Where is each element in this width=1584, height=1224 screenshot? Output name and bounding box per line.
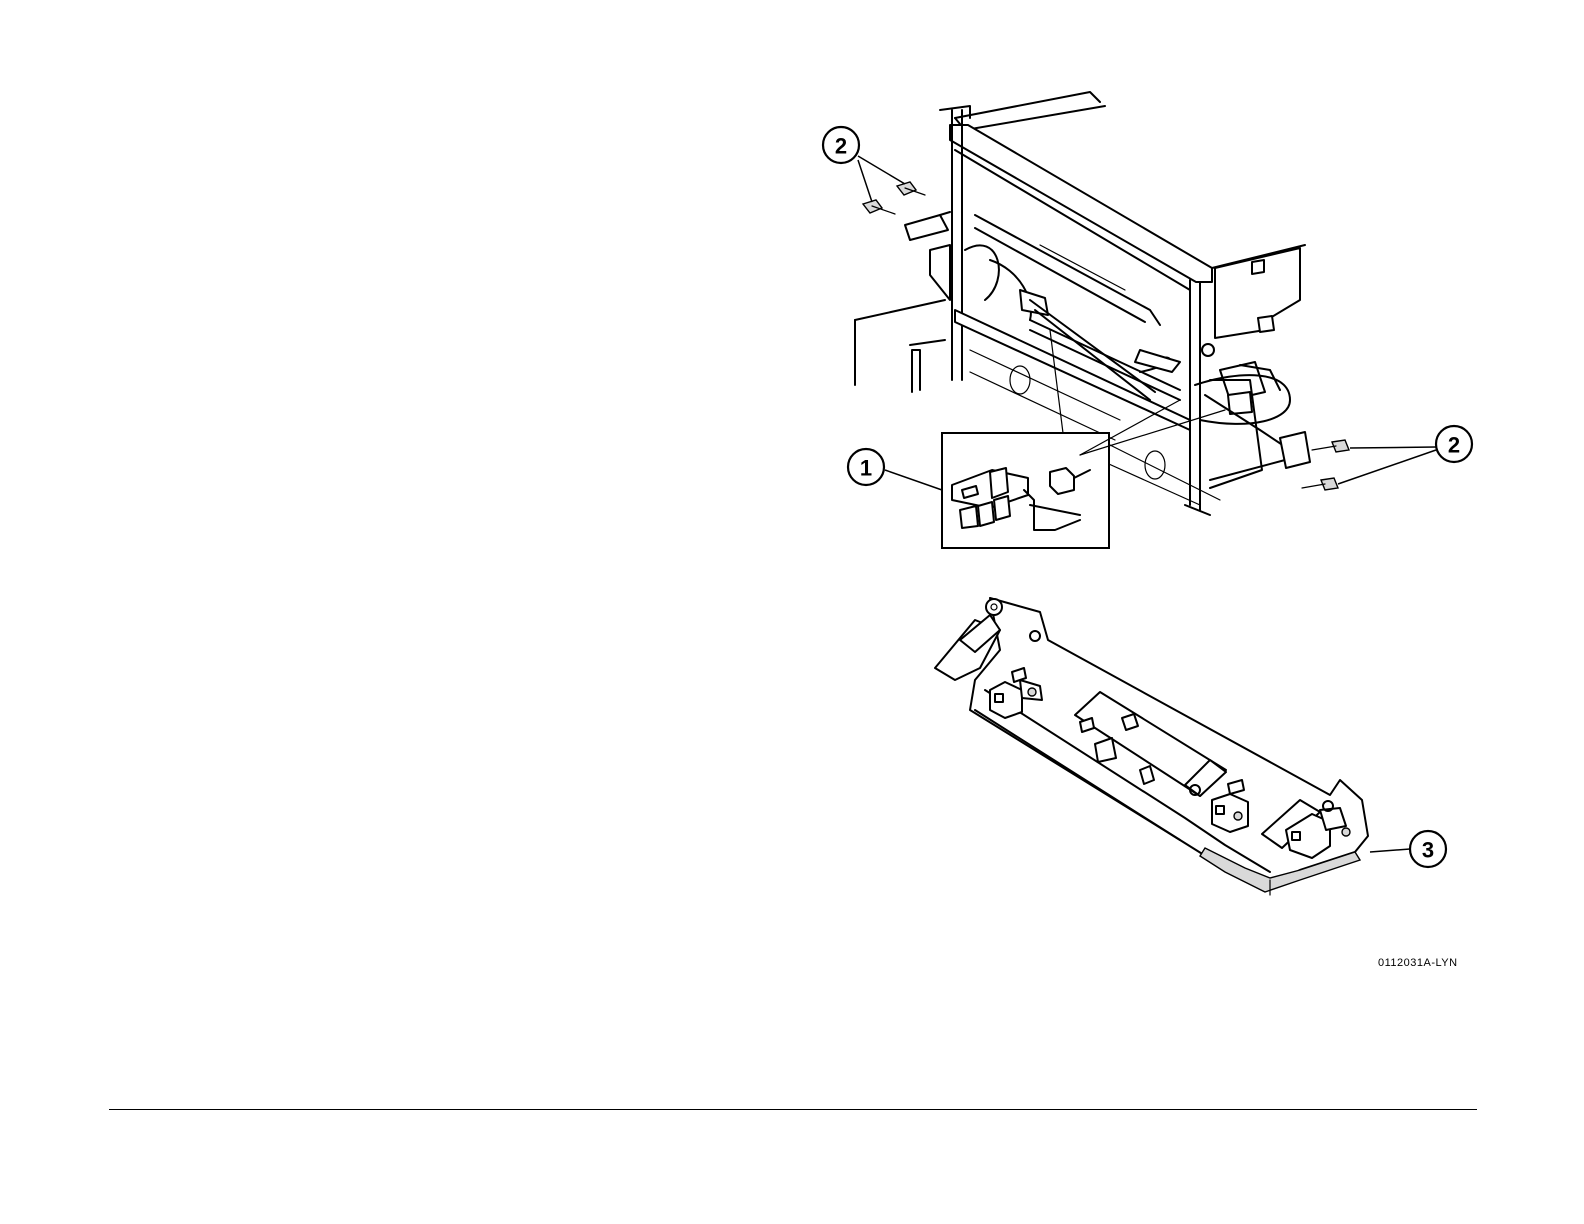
callout-label: 2 (1448, 433, 1460, 458)
lower-assembly-drawing (935, 598, 1368, 895)
screw-icon (897, 182, 925, 195)
screw-icon (1302, 478, 1338, 490)
screw-icon (863, 200, 895, 214)
callout-label: 2 (835, 134, 847, 159)
callout-2-lower-right: 2 (1338, 426, 1472, 484)
callout-2-upper-left: 2 (823, 127, 905, 202)
figure-id: 0112031A-LYN (1378, 957, 1458, 969)
callout-3: 3 (1370, 831, 1446, 867)
footer-rule (109, 1109, 1477, 1110)
sensor-detail-inset (942, 330, 1225, 548)
screw-icon (1312, 440, 1349, 452)
callout-label: 1 (860, 456, 872, 481)
callout-label: 3 (1422, 838, 1434, 863)
callout-1: 1 (848, 449, 942, 490)
